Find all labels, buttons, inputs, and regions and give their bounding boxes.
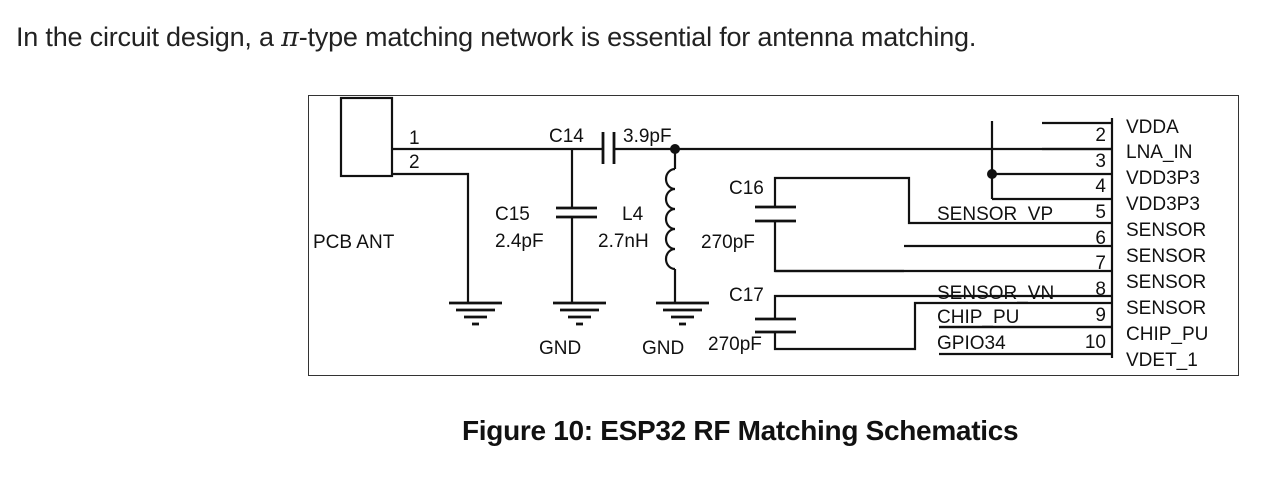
intro-paragraph: In the circuit design, a π-type matching… [16,22,976,53]
c17-ref: C17 [729,285,764,306]
chip-pin-name: SENSOR [1126,246,1206,267]
chip-pin-name: SENSOR [1126,220,1206,241]
chip-pin-name: VDET_1 [1126,350,1198,371]
schematic-figure: 1 2 PCB ANT C14 3.9pF C15 2.4pF L4 2.7nH… [308,95,1239,376]
chip-pin-name: VDD3P3 [1126,194,1200,215]
antenna-pin1-label: 1 [409,128,420,149]
net-label-chip-pu: CHIP_PU [937,307,1019,328]
wires [339,96,1114,358]
c14-ref: C14 [549,126,584,147]
l4-value: 2.7nH [598,231,649,252]
c15-ref: C15 [495,204,530,225]
pin-number: 10 [1085,332,1106,353]
chip-pin-names: VDDA LNA_IN VDD3P3 VDD3P3 SENSOR SENSOR … [1126,117,1208,371]
intro-text-start: In the circuit design, a [16,22,282,52]
c16-ref: C16 [729,178,764,199]
pin-number: 4 [1095,176,1106,197]
rf-matching-schematic: 1 2 PCB ANT C14 3.9pF C15 2.4pF L4 2.7nH… [313,96,1208,371]
pin-number: 8 [1095,279,1106,300]
pin-number: 9 [1095,305,1106,326]
chip-pin-name: CHIP_PU [1126,324,1208,345]
gnd-symbol-3 [656,301,709,326]
c16-value: 270pF [701,232,755,253]
wire-antenna-gnd [392,172,470,303]
c15-value: 2.4pF [495,231,544,252]
l4-coil [664,167,676,271]
chip-pin-name: SENSOR [1126,272,1206,293]
wire-c16-top [773,176,1112,225]
net-label-sensor-vp: SENSOR_VP [937,204,1053,225]
pin-number: 2 [1095,125,1106,146]
chip-pin-name: VDD3P3 [1126,168,1200,189]
net-label-gpio34: GPIO34 [937,333,1006,354]
gnd-symbol-2 [553,301,606,326]
pin-number: 7 [1095,253,1106,274]
wire-c17-bottom [773,301,1112,351]
pin-number: 6 [1095,228,1106,249]
l4-ref: L4 [622,204,644,225]
wire-c16-bottom [773,222,904,273]
pin-number: 5 [1095,202,1106,223]
chip-pin-name: LNA_IN [1126,142,1193,163]
pi-symbol: π [281,22,299,53]
gnd-label-1: GND [539,338,581,359]
wire-c17-top [773,294,1112,319]
antenna-symbol [339,96,394,178]
antenna-pin2-label: 2 [409,152,420,173]
antenna-label: PCB ANT [313,232,395,253]
gnd-label-2: GND [642,338,684,359]
intro-text-end: -type matching network is essential for … [298,22,977,52]
c17-value: 270pF [708,334,762,355]
figure-caption: Figure 10: ESP32 RF Matching Schematics [462,415,1019,446]
c14-value: 3.9pF [623,126,672,147]
junction-dot-l4 [670,144,680,154]
pin-numbers: 2 3 4 5 6 7 8 9 10 [1085,125,1107,353]
chip-pin-name: VDDA [1126,117,1179,138]
chip-pin-name: SENSOR [1126,298,1206,319]
gnd-symbol-1 [449,301,502,326]
pin-number: 3 [1095,151,1106,172]
junction-dot-vdd [987,169,997,179]
net-label-sensor-vn: SENSOR_VN [937,283,1054,304]
